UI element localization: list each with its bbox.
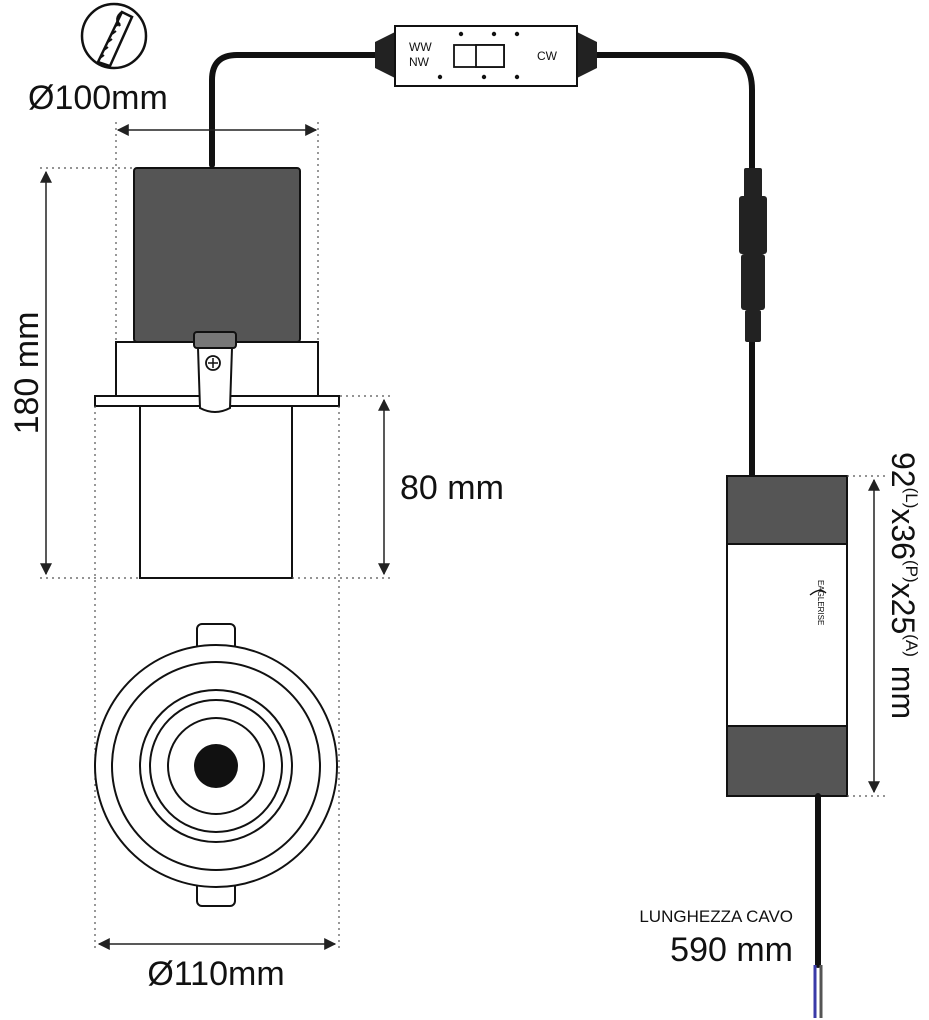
color-switch[interactable]: WW NW CW bbox=[375, 25, 597, 87]
trim-depth-label: 80 mm bbox=[400, 469, 504, 507]
led-driver: EAGLERISE bbox=[726, 475, 848, 797]
switch-label-cw: CW bbox=[537, 49, 558, 63]
switch-label-ww: WW bbox=[409, 40, 432, 54]
fixture-front-view bbox=[94, 623, 338, 907]
diameter-label: Ø110mm bbox=[147, 955, 284, 993]
cable-fixture-switch bbox=[209, 52, 378, 168]
output-wires bbox=[813, 965, 823, 1018]
cable-length-caption: LUNGHEZZA CAVO bbox=[639, 907, 793, 926]
fixture-side-view bbox=[94, 167, 340, 579]
inline-connector bbox=[739, 168, 767, 342]
cutout-label: Ø100mm bbox=[28, 79, 168, 117]
height-label: 180 mm bbox=[8, 312, 46, 435]
cable-length-value: 590 mm bbox=[670, 931, 793, 969]
switch-label-nw: NW bbox=[409, 55, 430, 69]
driver-brand: EAGLERISE bbox=[816, 580, 825, 625]
driver-size-label: 92(L)x36(P)x25(A) mm bbox=[885, 452, 921, 719]
saw-icon bbox=[80, 2, 148, 70]
cable-switch-driver bbox=[594, 52, 755, 173]
